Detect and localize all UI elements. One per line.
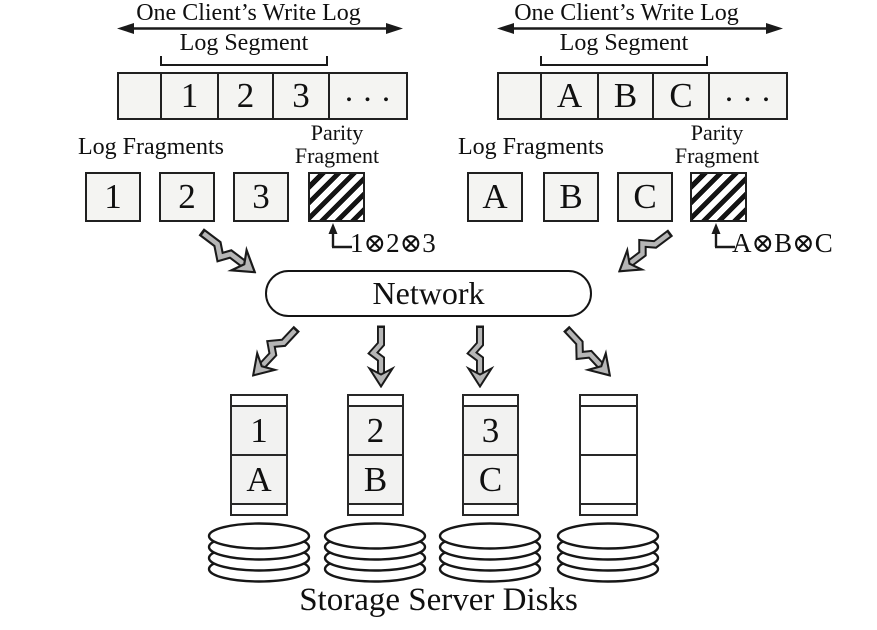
figure-caption: Storage Server Disks xyxy=(299,582,578,618)
lightning-arrow-icon xyxy=(465,324,495,388)
client2-write-log-label: One Client’s Write Log xyxy=(514,0,739,26)
server-bottom-band xyxy=(464,505,517,514)
client2-parity-formula: A⊗B⊗C xyxy=(732,228,833,258)
log-cell: B xyxy=(599,74,654,118)
server-bottom-band xyxy=(581,505,636,514)
server-top-band xyxy=(581,396,636,405)
server-fragment-cell: C xyxy=(464,454,517,505)
server-fragment-cell: A xyxy=(232,454,286,505)
server-parity-cell xyxy=(581,454,636,505)
fragment-box: 2 xyxy=(159,172,215,222)
log-cell-ellipsis: . . . xyxy=(344,73,392,109)
client2-log-row: A B C . . . xyxy=(497,72,788,120)
storage-server-column: 1 A xyxy=(230,394,288,516)
parity-pointer-arrow-icon xyxy=(327,223,352,249)
storage-server-parity-column xyxy=(579,394,638,516)
server-fragment-cell: 2 xyxy=(349,405,402,454)
fragment-box: B xyxy=(543,172,599,222)
client2-log-fragments-label: Log Fragments xyxy=(458,134,604,160)
client2-log-segment-label: Log Segment xyxy=(559,30,689,56)
parity-fragment-box xyxy=(690,172,747,222)
log-cell: A xyxy=(542,74,599,118)
server-fragment-cell: B xyxy=(349,454,402,505)
disk-stack-icon xyxy=(207,522,311,583)
server-fragment-cell: 1 xyxy=(232,405,286,454)
client1-log-fragments-label: Log Fragments xyxy=(78,134,224,160)
client2-log-segment-bracket xyxy=(540,56,708,66)
fragment-box: 1 xyxy=(85,172,141,222)
server-bottom-band xyxy=(232,505,286,514)
disk-stack-icon xyxy=(323,522,427,583)
server-top-band xyxy=(232,396,286,405)
lightning-arrow-icon xyxy=(190,218,266,287)
disk-stack-icon xyxy=(556,522,660,583)
server-bottom-band xyxy=(349,505,402,514)
parity-label-line2: Fragment xyxy=(674,142,760,168)
client1-write-log-label: One Client’s Write Log xyxy=(136,0,361,26)
client1-log-segment-label: Log Segment xyxy=(179,30,309,56)
log-cell: 3 xyxy=(274,74,330,118)
fragment-box: 3 xyxy=(233,172,289,222)
client1-log-segment-bracket xyxy=(160,56,328,66)
parity-label-line1: Parity xyxy=(690,120,744,145)
fragment-box: C xyxy=(617,172,673,222)
lightning-arrow-icon xyxy=(241,317,310,388)
server-parity-cell xyxy=(581,405,636,454)
server-top-band xyxy=(349,396,402,405)
lightning-arrow-icon xyxy=(554,317,623,388)
fragment-box: A xyxy=(467,172,523,222)
server-top-band xyxy=(464,396,517,405)
client2-parity-fragment-label: Parity Fragment xyxy=(662,120,772,168)
log-cell: 1 xyxy=(162,74,219,118)
network-node: Network xyxy=(265,270,592,317)
storage-server-column: 2 B xyxy=(347,394,404,516)
parity-fragment-box xyxy=(308,172,365,222)
parity-label-line1: Parity xyxy=(310,120,364,145)
server-fragment-cell: 3 xyxy=(464,405,517,454)
log-cell-ellipsis: . . . xyxy=(724,73,772,109)
log-cell: 2 xyxy=(219,74,274,118)
storage-server-column: 3 C xyxy=(462,394,519,516)
log-cell: C xyxy=(654,74,710,118)
client1-log-row: 1 2 3 . . . xyxy=(117,72,408,120)
lightning-arrow-icon xyxy=(366,324,396,388)
parity-label-line2: Fragment xyxy=(294,142,380,168)
client1-parity-fragment-label: Parity Fragment xyxy=(282,120,392,168)
log-cell xyxy=(119,74,162,118)
client1-parity-formula: 1⊗2⊗3 xyxy=(350,228,436,258)
log-cell xyxy=(499,74,542,118)
disk-stack-icon xyxy=(438,522,542,583)
lightning-arrow-icon xyxy=(609,219,682,285)
